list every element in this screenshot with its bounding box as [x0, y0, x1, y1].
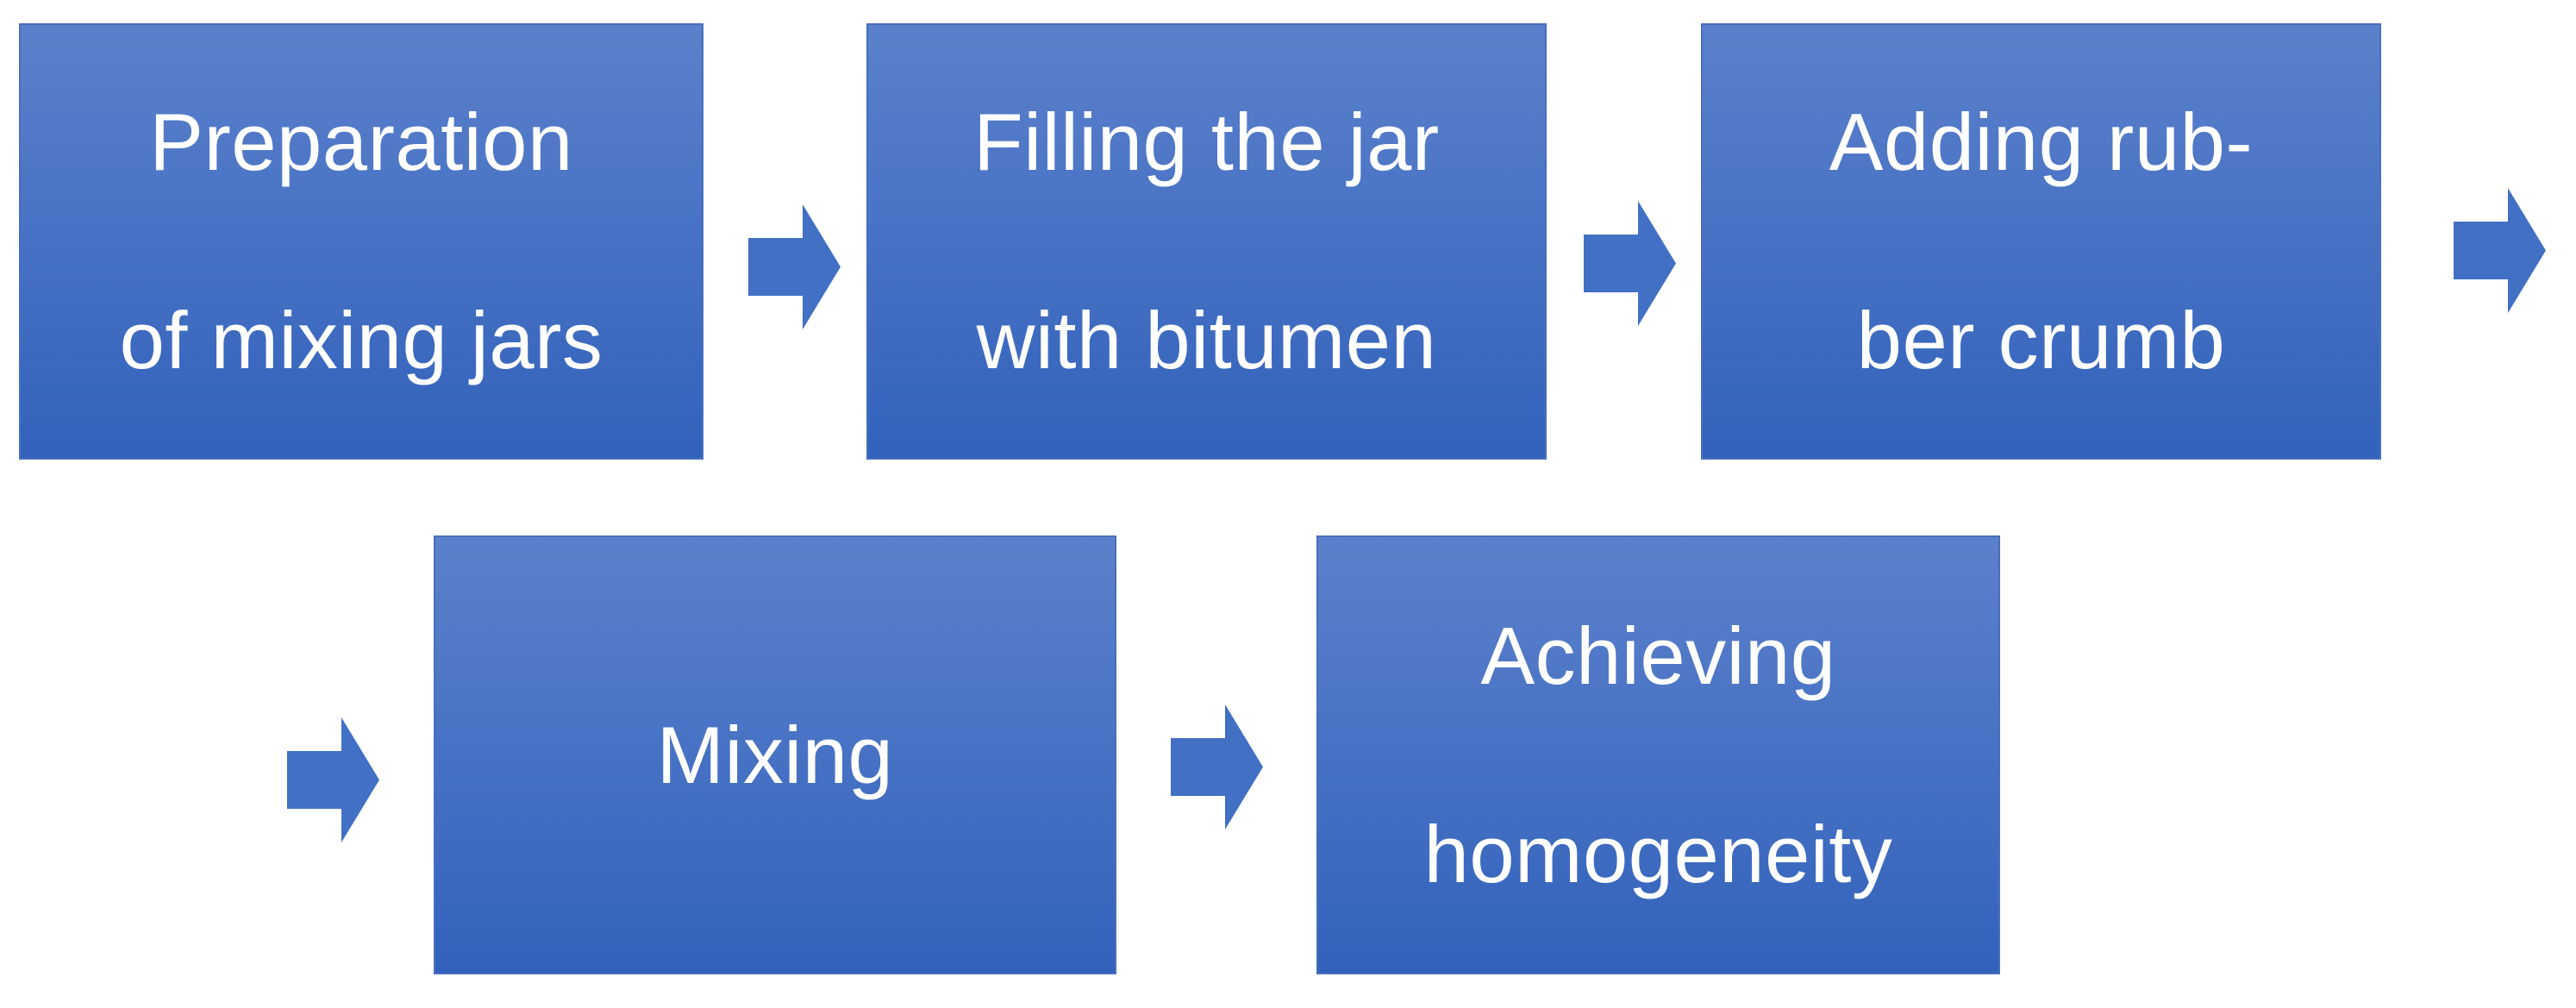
- step-text-line: Mixing: [656, 709, 894, 800]
- step-text-line: of mixing jars: [119, 295, 603, 385]
- right-arrow-icon: [1584, 201, 1676, 326]
- flow-step-mixing: Mixing: [434, 535, 1116, 974]
- step-text-line: with bitumen: [976, 295, 1437, 385]
- step-text-line: ber crumb: [1856, 295, 2226, 385]
- right-arrow-icon: [287, 717, 379, 842]
- step-text-line: homogeneity: [1423, 808, 1893, 899]
- right-arrow-icon: [2454, 188, 2546, 313]
- right-arrow-icon: [748, 204, 841, 329]
- flow-step-adding-rubber-crumb: Adding rub- ber crumb: [1701, 23, 2381, 460]
- step-text-line: Achieving: [1480, 610, 1836, 701]
- flow-step-achieving-homogeneity: Achieving homogeneity: [1316, 535, 2000, 974]
- flow-step-filling-the-jar-with-bitumen: Filling the jar with bitumen: [866, 23, 1547, 460]
- step-text-line: Preparation: [149, 97, 573, 187]
- flow-step-preparation-of-mixing-jars: Preparation of mixing jars: [19, 23, 703, 460]
- step-text-line: Adding rub-: [1829, 97, 2254, 187]
- step-text-line: Filling the jar: [973, 97, 1440, 187]
- right-arrow-icon: [1171, 704, 1263, 830]
